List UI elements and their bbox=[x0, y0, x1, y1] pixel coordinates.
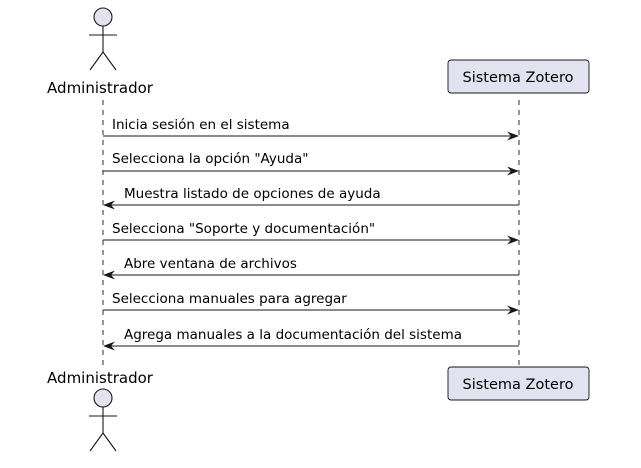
message-2-label: Selecciona la opción "Ayuda" bbox=[112, 151, 308, 167]
participant-top-box: Sistema Zotero bbox=[447, 59, 590, 94]
participant-bottom-label: Sistema Zotero bbox=[463, 377, 574, 393]
message-2-arrowhead bbox=[507, 166, 519, 176]
actor-bottom-label: Administrador bbox=[47, 369, 154, 387]
message-1-label: Inicia sesión en el sistema bbox=[112, 117, 290, 133]
message-4: Selecciona "Soporte y documentación" bbox=[103, 221, 519, 245]
message-6: Selecciona manuales para agregar bbox=[103, 291, 519, 315]
message-5: Abre ventana de archivos bbox=[103, 256, 519, 280]
message-6-label: Selecciona manuales para agregar bbox=[112, 291, 347, 307]
message-3-arrowhead bbox=[103, 200, 115, 210]
message-3: Muestra listado de opciones de ayuda bbox=[103, 186, 519, 210]
message-5-arrowhead bbox=[103, 270, 115, 280]
message-7: Agrega manuales a la documentación del s… bbox=[103, 327, 519, 351]
message-1: Inicia sesión en el sistema bbox=[103, 117, 519, 141]
message-6-arrowhead bbox=[507, 305, 519, 315]
message-3-label: Muestra listado de opciones de ayuda bbox=[124, 186, 381, 202]
participant-top-label: Sistema Zotero bbox=[463, 70, 574, 86]
messages: Inicia sesión en el sistema Selecciona l… bbox=[103, 117, 519, 351]
actor-top-icon bbox=[89, 7, 117, 71]
message-4-arrowhead bbox=[507, 235, 519, 245]
actor-bottom-icon bbox=[89, 388, 117, 452]
message-1-arrowhead bbox=[507, 131, 519, 141]
actor-top-label: Administrador bbox=[47, 79, 154, 97]
message-5-label: Abre ventana de archivos bbox=[124, 256, 297, 272]
message-2: Selecciona la opción "Ayuda" bbox=[103, 151, 519, 176]
message-4-label: Selecciona "Soporte y documentación" bbox=[112, 221, 375, 237]
message-7-arrowhead bbox=[103, 341, 115, 351]
participant-bottom-box: Sistema Zotero bbox=[447, 366, 590, 401]
message-7-label: Agrega manuales a la documentación del s… bbox=[124, 327, 462, 343]
